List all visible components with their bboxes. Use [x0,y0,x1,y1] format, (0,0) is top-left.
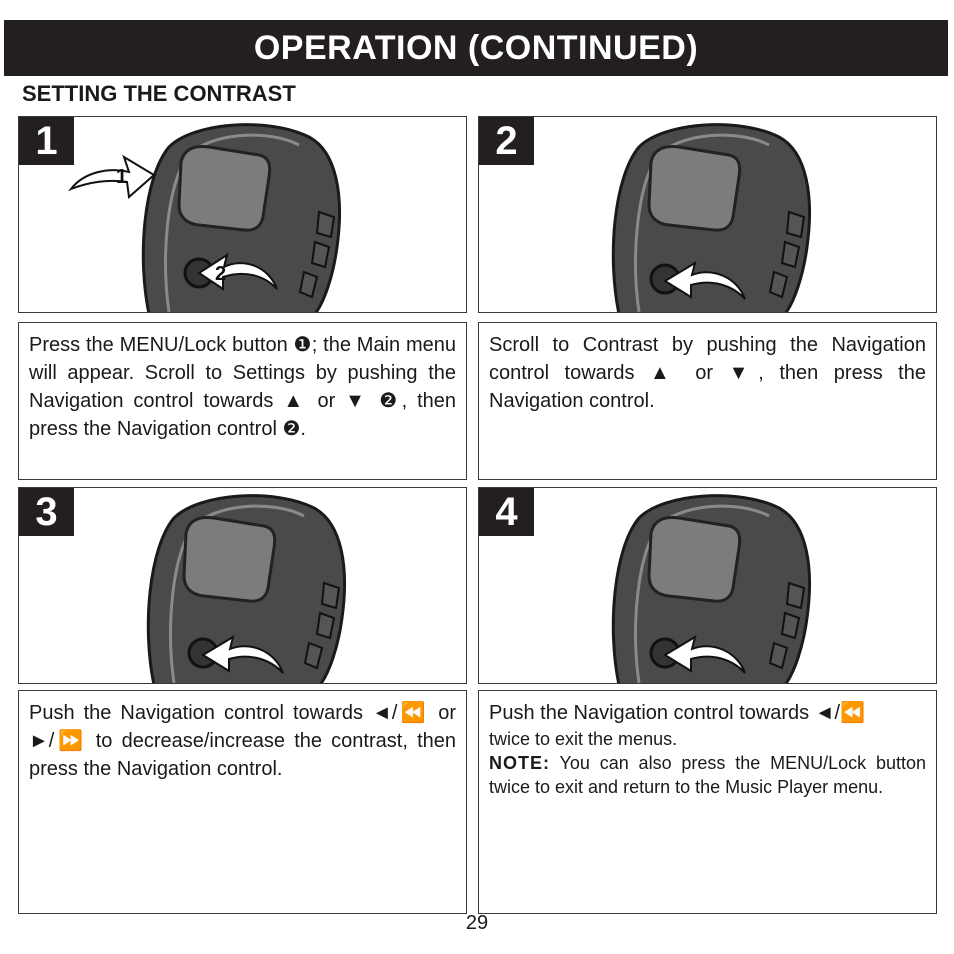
note-text: You can also press the MENU/Lock button … [489,753,926,797]
step-badge-1: 1 [19,117,74,165]
device-illustration [611,494,812,683]
device-illustration [146,494,347,683]
step-badge-3: 3 [19,488,74,536]
step-4-note: NOTE: You can also press the MENU/Lock b… [489,751,926,799]
step-4-illustration: 4 [478,487,937,684]
page-title: OPERATION (CONTINUED) [253,28,699,67]
note-label: NOTE: [489,753,550,773]
step-badge-4: 4 [479,488,534,536]
step-3-text: Push the Navigation control towards ◄/⏪ … [29,702,456,780]
callout-2: 2 [215,263,226,285]
step-4-instructions: Push the Navigation control towards ◄/⏪ … [478,690,937,914]
step-4-text-continued: twice to exit the menus. [489,729,678,749]
step-1-illustration: 1 2 1 [18,116,467,313]
step-4-text: Push the Navigation control towards ◄/⏪ [489,702,865,724]
header-bar: OPERATION (CONTINUED) [4,20,948,76]
step-2-illustration: 2 [478,116,937,313]
step-1-text: Press the MENU/Lock button ❶; the Main m… [29,334,456,440]
step-1-instructions: Press the MENU/Lock button ❶; the Main m… [18,322,467,480]
step-2-instructions: Scroll to Contrast by pushing the Naviga… [478,322,937,480]
step-2-text: Scroll to Contrast by pushing the Naviga… [489,334,926,412]
step-3-instructions: Push the Navigation control towards ◄/⏪ … [18,690,467,914]
step-badge-2: 2 [479,117,534,165]
device-illustration [611,123,812,312]
callout-1: 1 [116,166,127,188]
section-title: SETTING THE CONTRAST [22,81,296,106]
device-illustration: 1 2 [68,123,342,312]
step-3-illustration: 3 [18,487,467,684]
page-number: 29 [465,912,489,934]
